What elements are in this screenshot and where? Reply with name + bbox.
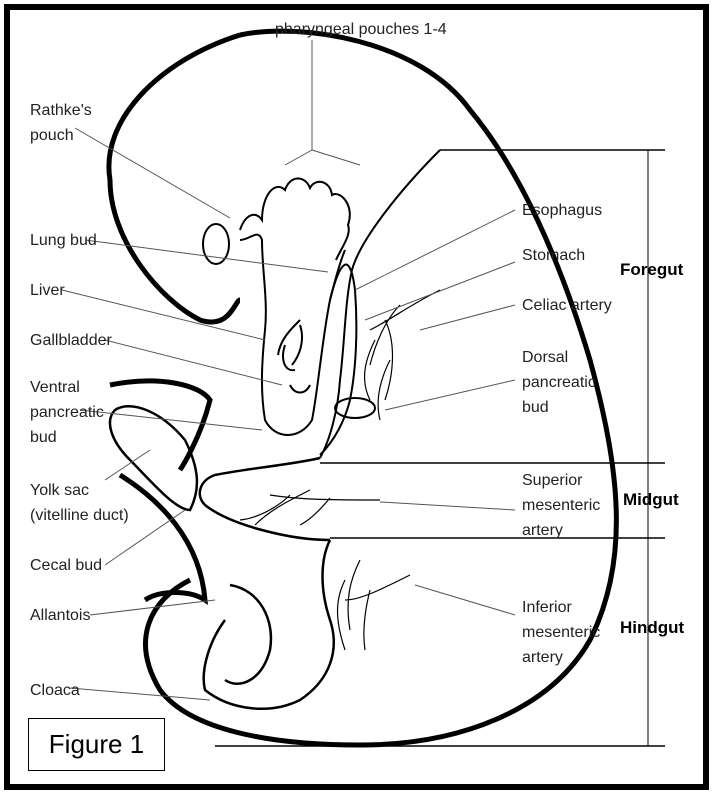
label-lung-bud: Lung bud [30, 232, 97, 249]
label-sma-1: Superior [522, 472, 583, 489]
label-stomach: Stomach [522, 247, 585, 264]
figure-caption: Figure 1 [28, 718, 165, 771]
label-ventral-3: bud [30, 429, 57, 446]
stomach-curve [320, 265, 356, 455]
region-hindgut: Hindgut [620, 618, 685, 637]
foregut-tube [240, 235, 345, 435]
label-dorsal-2: pancreatic [522, 374, 596, 391]
label-dorsal-3: bud [522, 399, 549, 416]
label-ima-1: Inferior [522, 599, 572, 616]
label-cecal-bud: Cecal bud [30, 557, 102, 574]
label-ventral-1: Ventral [30, 379, 80, 396]
label-ima-3: artery [522, 649, 563, 666]
label-cloaca: Cloaca [30, 682, 80, 699]
label-sma-3: artery [522, 522, 563, 539]
label-esophagus: Esophagus [522, 202, 602, 219]
label-ima-2: mesenteric [522, 624, 600, 641]
label-celiac-artery: Celiac artery [522, 297, 612, 314]
midgut-vessels [240, 490, 380, 525]
label-allantois: Allantois [30, 607, 90, 624]
label-yolk-1: Yolk sac [30, 482, 89, 499]
allantois-shape [225, 585, 271, 684]
dorsal-pancreatic-bud-shape [335, 398, 375, 418]
region-foregut: Foregut [620, 260, 684, 279]
ventral-wall [110, 381, 210, 470]
label-rathke-2: pouch [30, 127, 74, 144]
label-sma-2: mesenteric [522, 497, 600, 514]
head-outline [109, 35, 240, 322]
label-pharyngeal-pouches: pharyngeal pouches 1-4 [275, 21, 447, 38]
region-midgut: Midgut [623, 490, 679, 509]
celiac-vessels [365, 290, 440, 420]
label-ventral-2: pancreatic [30, 404, 104, 421]
label-dorsal-1: Dorsal [522, 349, 568, 366]
liver-shape [278, 320, 310, 393]
esophagus-stomach-shape [320, 150, 440, 458]
label-rathke-1: Rathke's [30, 102, 92, 119]
label-liver: Liver [30, 282, 65, 299]
inferior-vessels [338, 560, 411, 650]
pharyngeal-pouches-shape [240, 178, 350, 260]
label-gallbladder: Gallbladder [30, 332, 113, 349]
label-yolk-2: (vitelline duct) [30, 507, 129, 524]
